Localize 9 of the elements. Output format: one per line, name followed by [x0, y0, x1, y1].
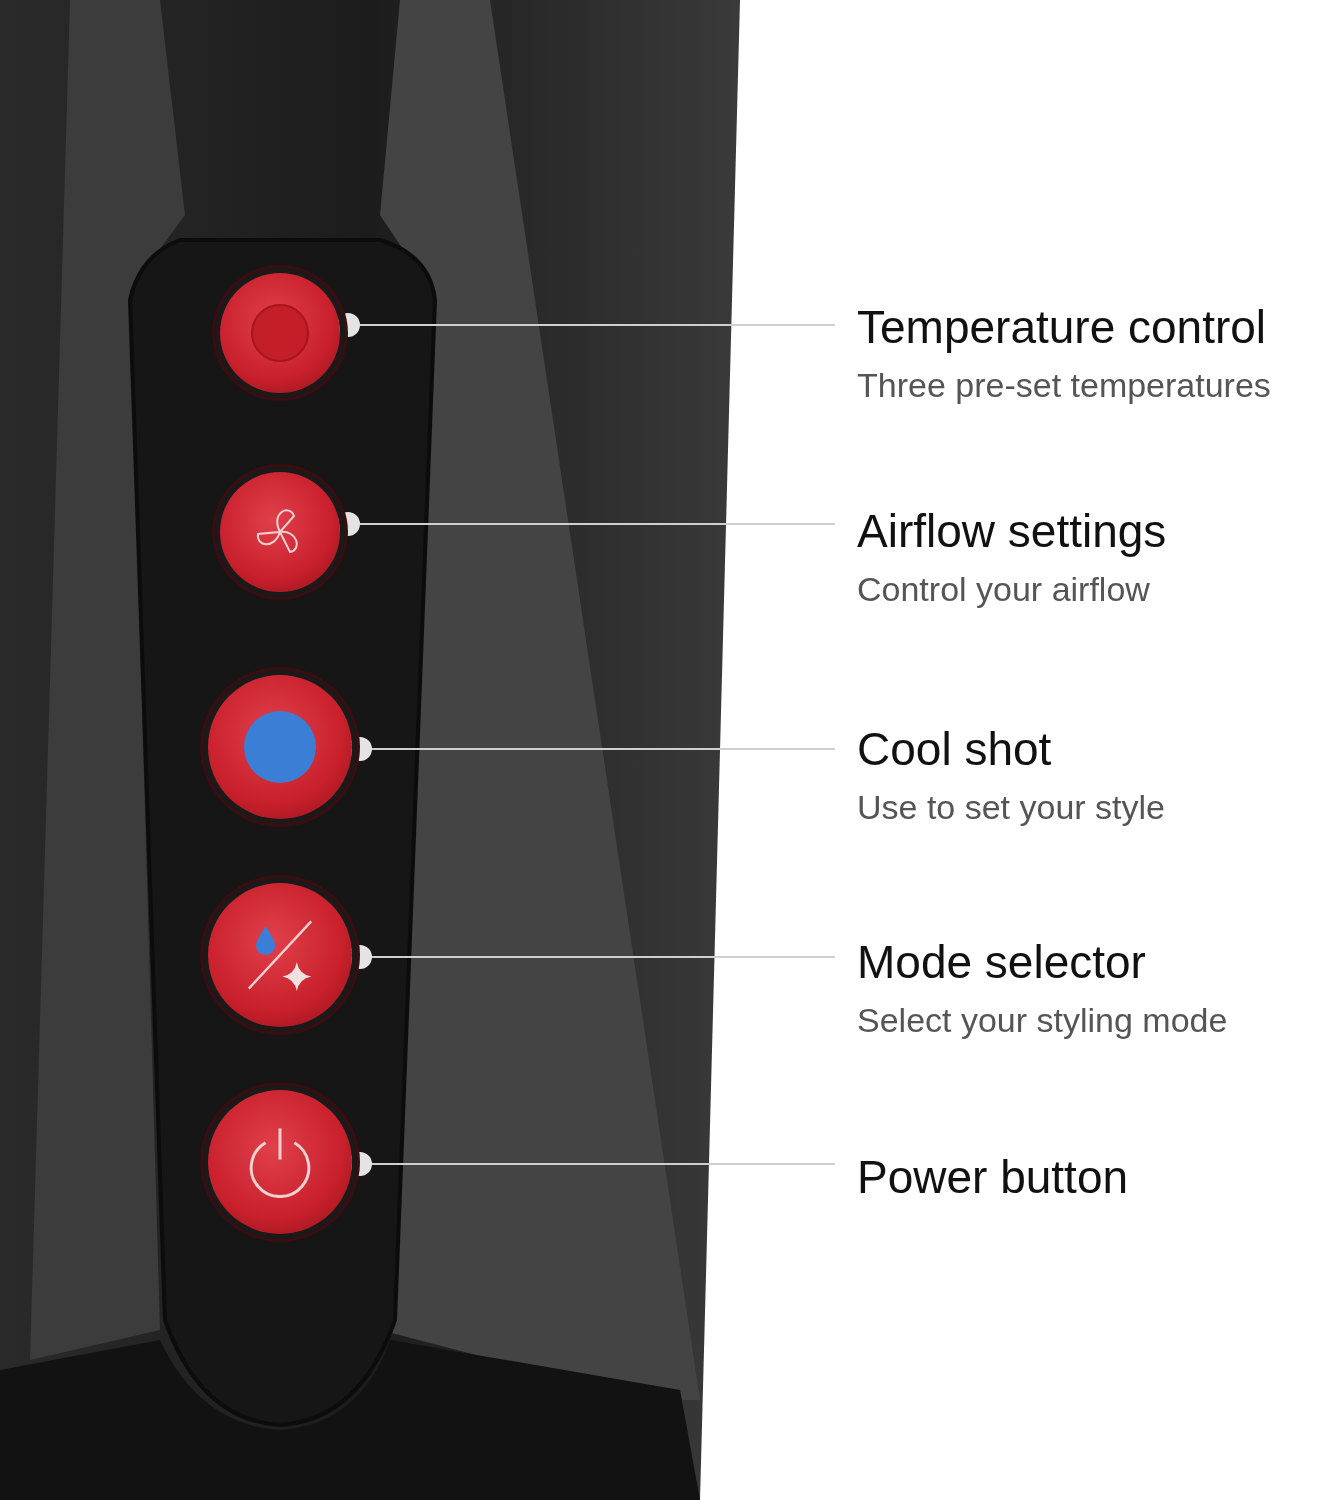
- callout-heading: Airflow settings: [857, 504, 1167, 559]
- callout-description: Three pre-set temperatures: [857, 365, 1271, 406]
- callout-heading: Cool shot: [857, 722, 1053, 777]
- callout-heading: Power button: [857, 1150, 1129, 1205]
- callout-heading: Temperature control: [857, 300, 1268, 355]
- callout-heading: Mode selector: [857, 935, 1147, 990]
- callout-description: Control your airflow: [857, 569, 1151, 610]
- callout-description: Use to set your style: [857, 787, 1165, 828]
- callout-description: Select your styling mode: [857, 1000, 1228, 1041]
